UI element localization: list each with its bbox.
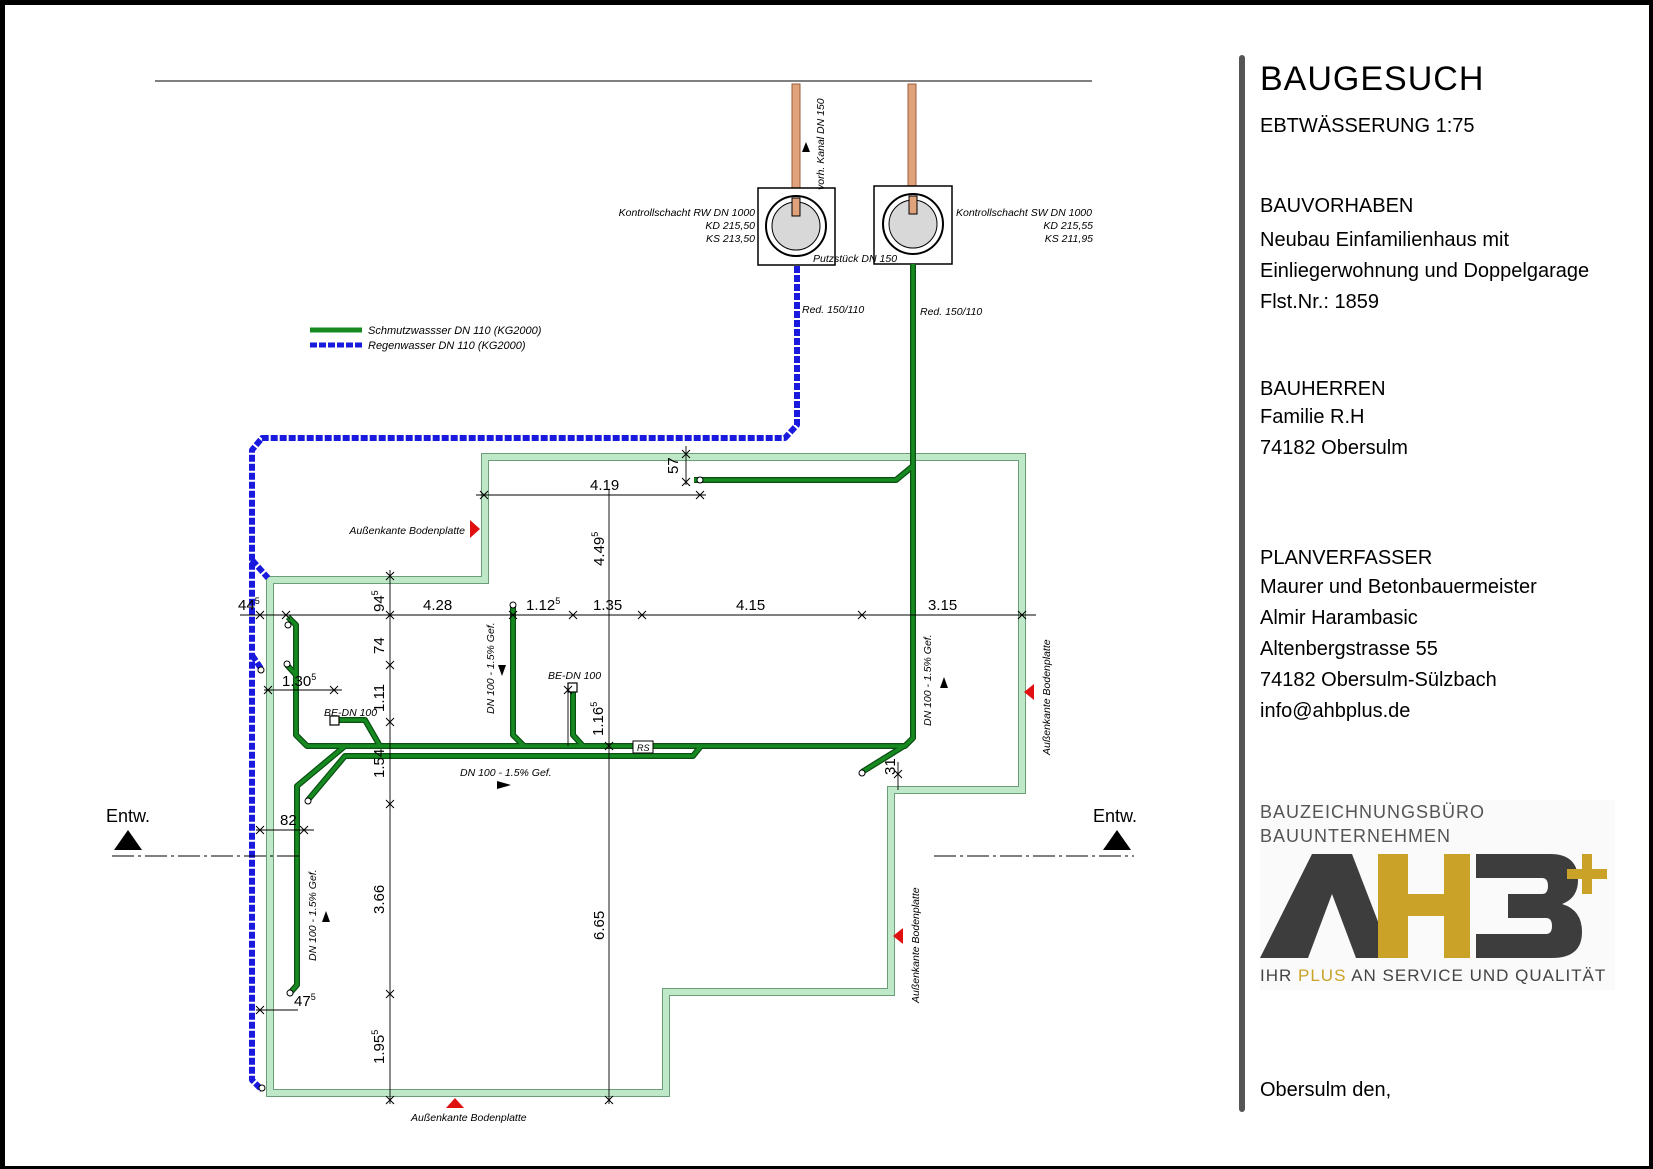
svg-text:4.19: 4.19 [590,477,619,494]
outer-edge-label-southeast: Außenkante Bodenplatte [910,887,922,1004]
author-line-4: 74182 Obersulm-Sülzbach [1260,669,1497,691]
logo-slogan: IHR PLUS AN SERVICE UND QUALITÄT [1260,966,1607,985]
rain-pipe [249,266,800,1093]
project-line-2: Einliegerwohnung und Doppelgarage [1260,260,1590,282]
project-line-1: Neubau Einfamilienhaus mit [1260,229,1510,251]
legend-sewage-label: Schmutzwassser DN 110 (KG2000) [368,325,542,337]
logo-line-1: BAUZEICHNUNGSBÜRO [1260,802,1486,822]
rs-label: RS [637,743,650,753]
svg-text:445: 445 [238,596,260,614]
owner-line-2: 74182 Obersulm [1260,437,1408,459]
sewage-pipes-fill [285,264,915,995]
floor-drain-middle [567,682,578,693]
svg-text:KD 215,55: KD 215,55 [1043,220,1093,232]
svg-text:1.35: 1.35 [593,597,622,614]
place-date: Obersulm den, [1260,1079,1392,1101]
project-line-3: Flst.Nr.: 1859 [1260,291,1379,313]
outer-edge-label-east: Außenkante Bodenplatte [1041,639,1053,756]
author-email[interactable]: info@ahbplus.de [1260,700,1411,722]
outer-edge-marker-north [470,520,480,538]
flow-arrow-4 [322,911,330,922]
reducer-rain-label: Red. 150/110 [802,304,864,316]
flow-arrow-3 [940,677,948,688]
company-logo: BAUZEICHNUNGSBÜRO BAUUNTERNEHMEN IHR PLU… [1260,800,1615,990]
pipe-slope-label-4: DN 100 - 1.5% Gef. [307,869,319,961]
outer-edge-marker-east [1024,684,1034,700]
existing-sewer-label: vorh. Kanal DN 150 [815,98,827,190]
section-marker-left: Entw. [106,806,300,857]
svg-text:74: 74 [371,637,388,654]
author-line-3: Altenbergstrasse 55 [1260,638,1438,660]
svg-text:KD 215,50: KD 215,50 [705,220,755,232]
outer-edge-label-south: Außenkante Bodenplatte [410,1112,527,1124]
subheading: EBTWÄSSERUNG 1:75 [1260,115,1475,137]
sewage-pipes [284,264,916,995]
floor-drain-label-middle: BE-DN 100 [548,670,601,682]
svg-text:1.955: 1.955 [370,1030,388,1064]
flow-arrow-2 [497,781,511,789]
manhole-sewage [873,185,953,265]
section-label-left: Entw. [106,806,150,826]
title-block-rule [1239,55,1245,1112]
svg-text:6.65: 6.65 [591,911,608,940]
svg-text:1.11: 1.11 [371,684,388,712]
svg-text:Kontrollschacht SW DN 1000: Kontrollschacht SW DN 1000 [956,207,1092,219]
pipe-slope-label-3: DN 100 - 1.5% Gef. [922,634,934,726]
dimension-texts: 4.19 57 4.495 445 945 4.28 1.125 1.35 4.… [238,457,957,1064]
owner-line-1: Familie R.H [1260,406,1365,428]
svg-text:1.165: 1.165 [589,702,607,736]
svg-text:KS 213,50: KS 213,50 [706,233,755,245]
logo-line-2: BAUUNTERNEHMEN [1260,826,1452,846]
svg-text:1.54: 1.54 [371,749,388,778]
manhole-rain-text: Kontrollschacht RW DN 1000 KD 215,50 KS … [619,207,756,245]
author-line-1: Maurer und Betonbauermeister [1260,576,1537,598]
drainage-plan: RS Schmutzwassser DN 110 (KG2000) Regenw… [106,80,1137,1124]
heading: BAUGESUCH [1260,60,1485,98]
manhole-rain [757,187,836,266]
svg-text:945: 945 [370,590,388,612]
svg-text:82: 82 [280,812,297,829]
manhole-sewage-text: Kontrollschacht SW DN 1000 KD 215,55 KS … [956,207,1093,245]
outer-edge-marker-south [446,1098,464,1108]
svg-text:31: 31 [882,758,899,775]
dimension-ticks [255,449,1027,1105]
floor-drain-label-left: BE-DN 100 [324,707,377,719]
svg-text:KS 211,95: KS 211,95 [1045,233,1093,245]
section-label-right: Entw. [1093,806,1137,826]
svg-text:475: 475 [294,992,316,1010]
svg-text:1.125: 1.125 [526,596,560,614]
outer-edge-label-north: Außenkante Bodenplatte [348,525,465,537]
logo-mark [1260,854,1607,958]
project-title: BAUVORHABEN [1260,195,1414,217]
section-marker-right: Entw. [934,806,1137,857]
rs-box [632,740,654,754]
pipe-slope-label-2: DN 100 - 1.5% Gef. [460,767,552,779]
house-wall [267,454,1025,1096]
legend-rain-label: Regenwasser DN 110 (KG2000) [368,340,526,352]
flow-arrow-sewer [802,142,810,152]
svg-text:3.15: 3.15 [928,597,957,614]
svg-text:Kontrollschacht RW DN 1000: Kontrollschacht RW DN 1000 [619,207,756,219]
flow-arrow-1 [498,665,506,676]
svg-text:4.495: 4.495 [590,532,608,566]
pipe-endpoints [257,476,866,1092]
svg-text:4.28: 4.28 [423,597,452,614]
outer-edge-marker-southeast [893,928,903,944]
dimension-lines [240,446,1036,1104]
reducer-sewage-label: Red. 150/110 [920,306,982,318]
floor-drain-left [329,715,340,726]
svg-text:3.66: 3.66 [371,885,388,914]
author-title: PLANVERFASSER [1260,547,1433,569]
svg-text:57: 57 [665,457,682,474]
cleanout-label: Putzstück DN 150 [813,253,897,265]
author-line-2: Almir Harambasic [1260,607,1418,629]
svg-text:4.15: 4.15 [736,597,765,614]
pipe-slope-label-1: DN 100 - 1.5% Gef. [485,622,497,714]
owner-title: BAUHERREN [1260,378,1386,400]
svg-text:1.305: 1.305 [282,672,316,690]
